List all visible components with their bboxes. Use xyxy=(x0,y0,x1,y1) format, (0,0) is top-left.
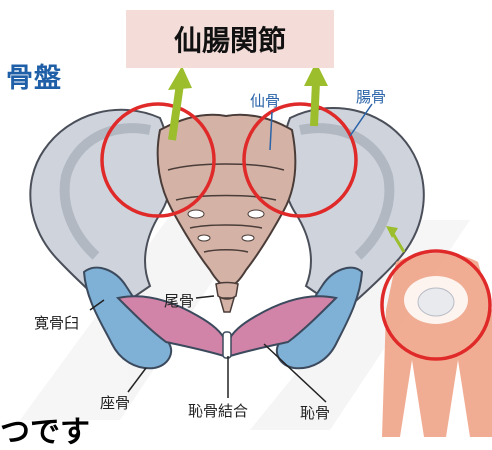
sacroiliac-joint-callout: 仙腸関節 xyxy=(126,10,334,68)
pubic-symphysis-joint xyxy=(223,332,231,358)
label-coccyx: 尾骨 xyxy=(164,290,194,311)
label-sacrum: 仙骨 xyxy=(250,90,280,111)
label-pubis: 恥骨 xyxy=(300,402,330,423)
label-ilium: 腸骨 xyxy=(356,86,386,107)
label-ischium: 座骨 xyxy=(100,392,130,413)
label-pubic-symphysis: 恥骨結合 xyxy=(188,400,248,421)
page-title: 骨盤 xyxy=(6,56,62,95)
cut-off-caption: つです xyxy=(0,418,90,448)
pelvis-diagram: 骨盤 仙腸関節 仙骨 腸骨 尾骨 寛骨臼 座骨 恥骨結合 恥骨 つです xyxy=(0,0,492,437)
coccyx xyxy=(216,283,238,313)
label-acetabulum: 寛骨臼 xyxy=(34,312,79,333)
